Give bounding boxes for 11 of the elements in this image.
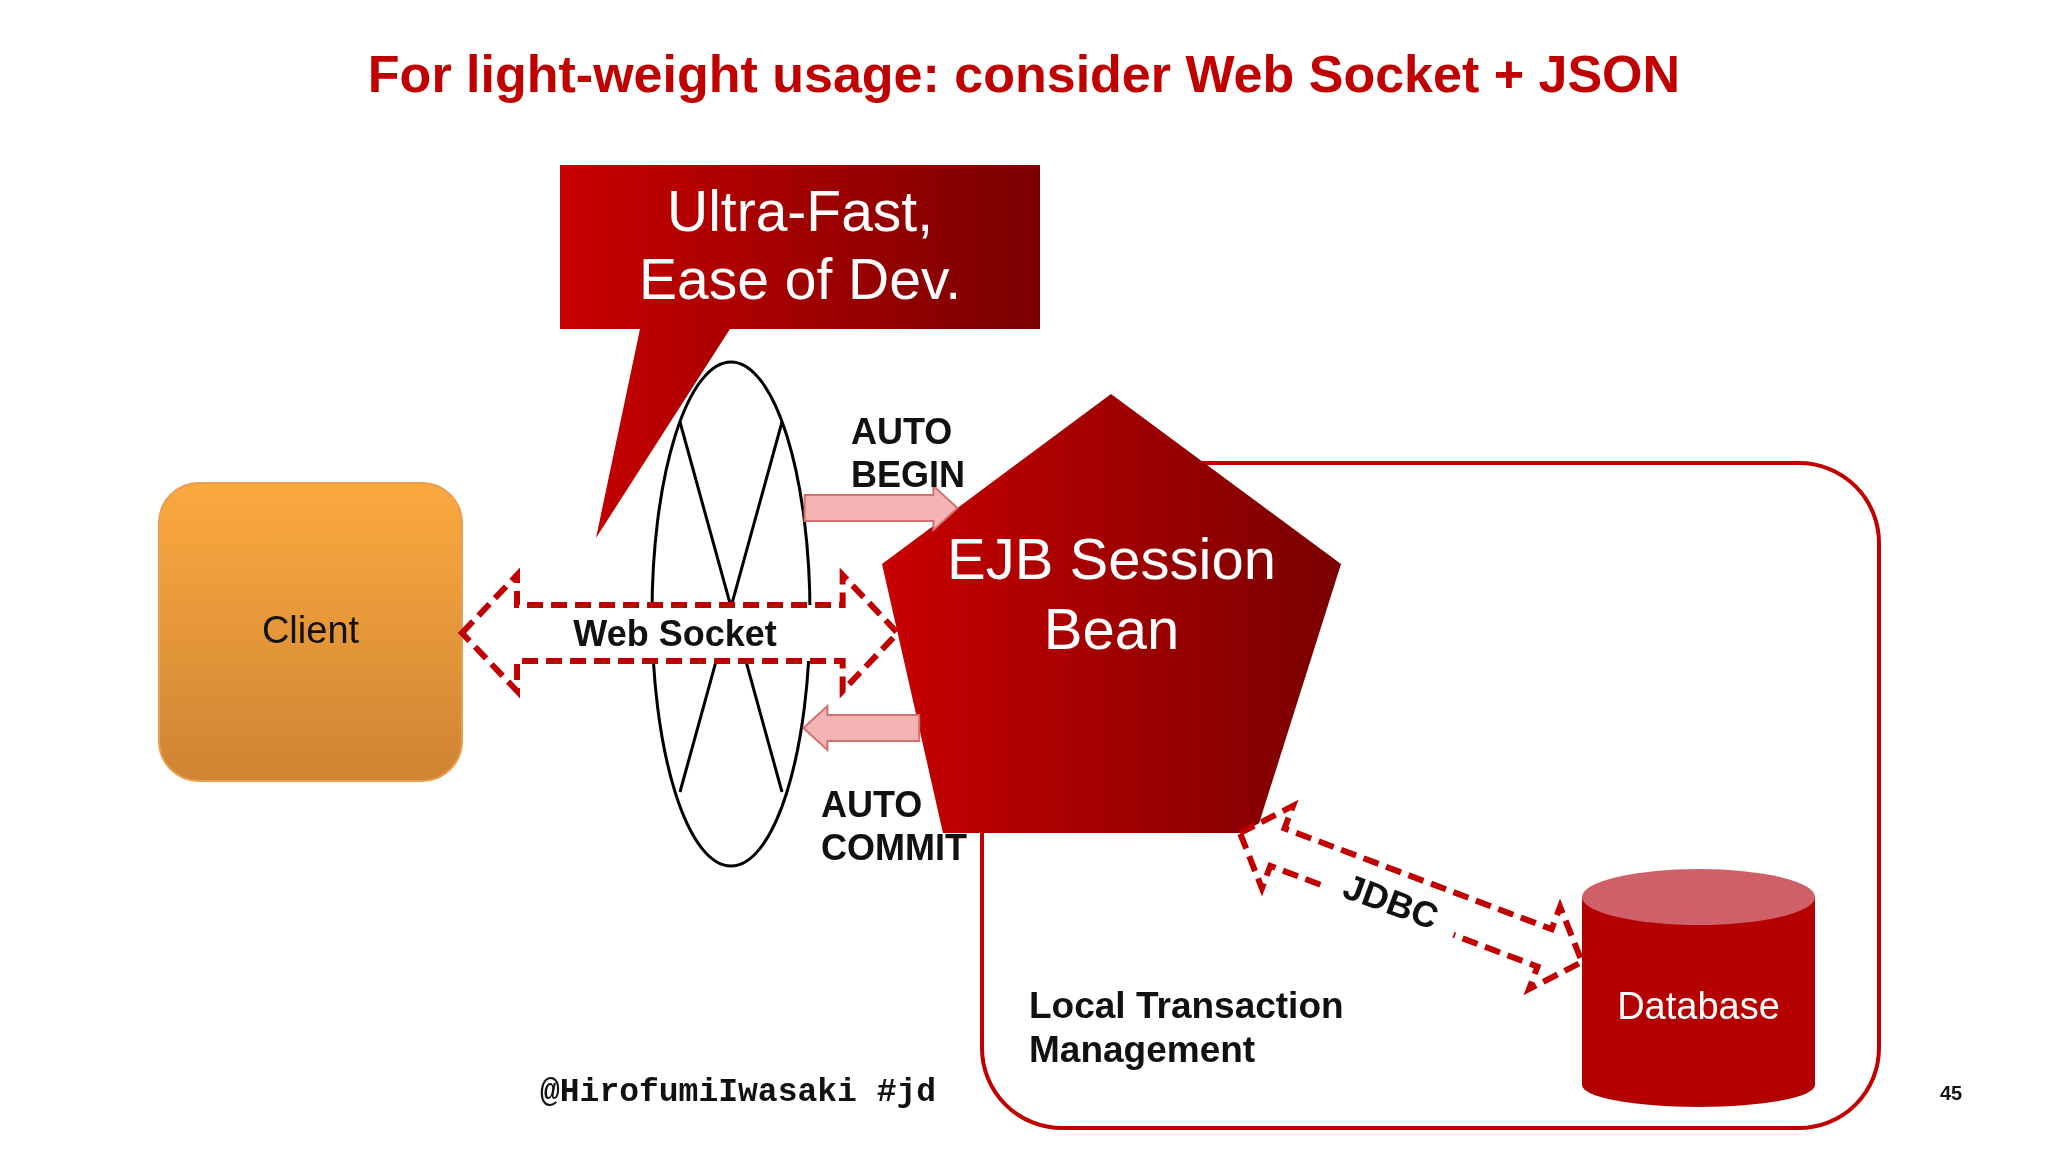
callout-text: Ultra-Fast, Ease of Dev.: [637, 178, 963, 314]
node-label: EJB Session Bean: [946, 525, 1277, 663]
container-label: Local Transaction Management: [1029, 984, 1345, 1073]
slide-number: 45: [1940, 1082, 1963, 1105]
block-arrow: [801, 703, 921, 753]
slide-title: For light-weight usage: consider Web Socket + JSON: [366, 44, 1682, 104]
author-handle: @HirofumiIwasaki #jd: [540, 1074, 937, 1111]
node-label: Client: [260, 608, 361, 653]
edge-label: AUTO BEGIN: [851, 410, 966, 497]
edge-label: AUTO COMMIT: [821, 783, 968, 870]
node-label: Database: [1616, 984, 1781, 1029]
